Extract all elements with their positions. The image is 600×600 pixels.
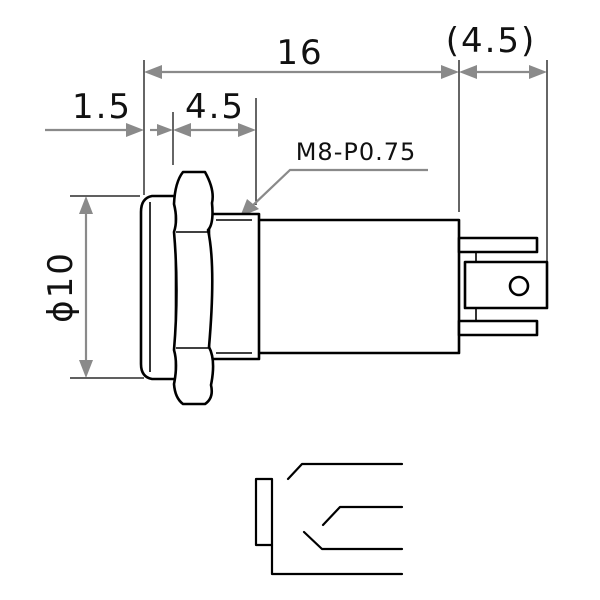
dimension-diameter: ϕ10 (41, 196, 93, 378)
tip-contact (286, 462, 404, 481)
terminal-length-label: (4.5) (446, 21, 537, 61)
threaded-bushing (207, 212, 261, 361)
hex-nut (172, 170, 215, 406)
arrow-head (529, 65, 547, 79)
thread-spec-label: M8-P0.75 (296, 138, 417, 166)
arrow-head (79, 360, 93, 378)
bezel-thickness-label: 1.5 (72, 87, 132, 127)
switch-contact-upper (321, 505, 404, 527)
arrow-head (441, 65, 459, 79)
dimension-terminal-length: (4.5) (446, 21, 547, 79)
arrow-head (173, 123, 191, 137)
arrow-head (126, 123, 144, 137)
switch-contact-lower (302, 530, 404, 551)
terminal-top (457, 236, 539, 254)
overall-length-label: 16 (276, 33, 323, 73)
switch-body (256, 218, 461, 355)
terminal-hole (508, 275, 530, 297)
arrow-head (238, 123, 256, 137)
terminal-bottom (457, 319, 539, 337)
diameter-label: ϕ10 (41, 251, 81, 323)
jack-sleeve-contact (254, 477, 274, 547)
circuit-symbol (254, 462, 404, 576)
dimension-nut-width: 4.5 (173, 87, 256, 137)
component-side-view (139, 170, 549, 406)
leader-thread-spec: M8-P0.75 (240, 138, 428, 217)
arrow-head (157, 124, 173, 136)
arrow-head (144, 65, 162, 79)
bezel-head (139, 194, 178, 381)
arrow-head (240, 199, 259, 217)
nut-width-label: 4.5 (185, 87, 245, 127)
dimension-bezel-thickness: 1.5 (45, 87, 173, 137)
dimension-overall-length: 16 (144, 33, 459, 79)
terminal-middle (463, 260, 549, 310)
arrow-head (459, 65, 477, 79)
sleeve-lead (270, 543, 404, 576)
extension-lines (70, 60, 548, 379)
arrow-head (79, 196, 93, 214)
